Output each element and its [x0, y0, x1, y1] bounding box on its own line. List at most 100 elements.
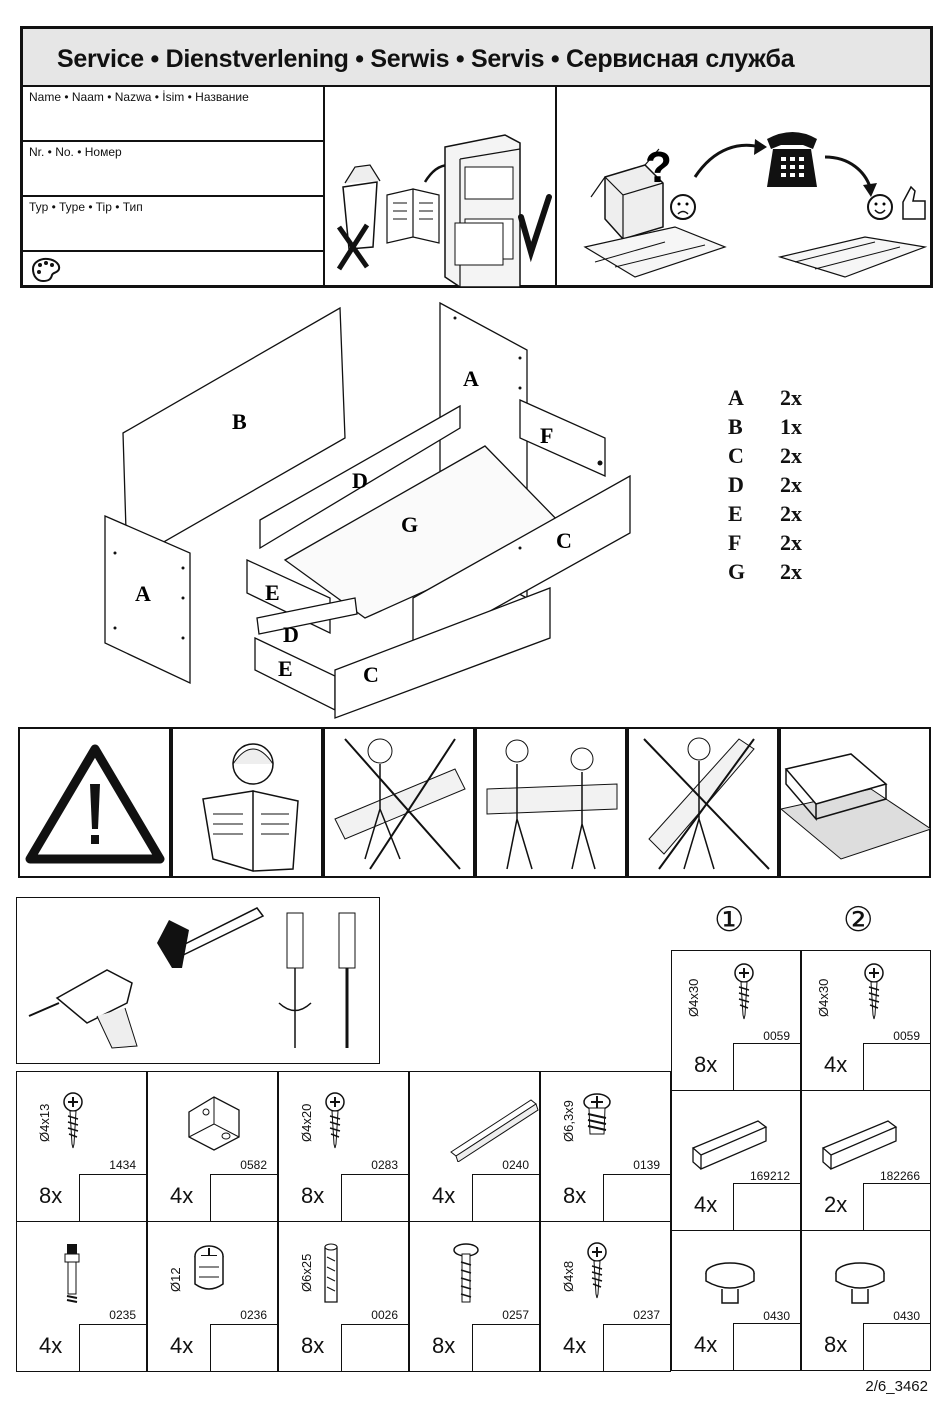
wood-strip-icon	[691, 1120, 768, 1170]
check-box[interactable]	[78, 1324, 146, 1371]
screw-icon	[734, 963, 754, 1020]
label-d-bottom: D	[283, 622, 299, 647]
service-title: Service • Dienstverlening • Serwis • Ser…	[23, 29, 930, 87]
set-1-label: ①	[714, 900, 745, 940]
bolt-icon	[453, 1243, 479, 1303]
check-box[interactable]	[602, 1324, 670, 1371]
wood-strip-icon	[821, 1120, 898, 1170]
place-on-rug-panel	[779, 727, 933, 878]
check-box[interactable]	[471, 1324, 539, 1371]
telephone-icon	[767, 132, 817, 187]
hardware-code: 0582	[240, 1158, 267, 1172]
filing-cabinet-icon	[444, 134, 521, 288]
part-letter: E	[728, 501, 743, 526]
check-box[interactable]	[340, 1324, 408, 1371]
phillips-screwdriver-icon	[278, 912, 312, 1048]
check-mark-icon	[518, 194, 552, 263]
hardware-dimension: Ø6x25	[299, 1253, 314, 1292]
check-box[interactable]	[863, 1183, 930, 1230]
part-quantity: 2x	[780, 559, 802, 584]
check-box[interactable]	[733, 1323, 800, 1370]
hardware-quantity: 8x	[824, 1332, 848, 1357]
board-on-rug-icon	[779, 753, 933, 860]
screw-icon	[325, 1092, 345, 1149]
check-box[interactable]	[471, 1174, 539, 1221]
hardware-dimension: Ø4x13	[37, 1103, 52, 1142]
hardware-quantity: 4x	[563, 1333, 587, 1358]
label-e-top: E	[265, 580, 280, 605]
euro-screw-icon	[583, 1093, 611, 1135]
drill-icon	[28, 969, 138, 1049]
part-quantity: 2x	[780, 443, 802, 468]
hardware-code: 0235	[109, 1308, 136, 1322]
set-2-label: ②	[843, 900, 874, 940]
check-box[interactable]	[340, 1174, 408, 1221]
check-box[interactable]	[209, 1324, 277, 1371]
cross-mark-icon	[336, 223, 370, 271]
hardware-item: Ø4x20 0283 8x	[278, 1071, 409, 1222]
screw-icon	[587, 1242, 607, 1299]
dragging-person-icon	[643, 737, 770, 870]
hardware-quantity: 8x	[39, 1183, 63, 1208]
open-box-icon	[590, 148, 664, 240]
hardware-code: 0059	[893, 1029, 920, 1043]
dowel-icon	[324, 1243, 338, 1303]
tools-panel	[16, 897, 380, 1064]
type-label: Typ • Type • Tip • Тип	[29, 200, 143, 214]
type-field[interactable]: Typ • Type • Tip • Тип	[23, 197, 325, 252]
check-box[interactable]	[863, 1323, 930, 1370]
hardware-dimension: Ø12	[168, 1267, 183, 1292]
part-quantity: 2x	[780, 530, 802, 555]
hardware-quantity: 4x	[432, 1183, 456, 1208]
hardware-code: 0257	[502, 1308, 529, 1322]
number-label: Nr. • No. • Номер	[29, 145, 122, 159]
label-c-bottom: C	[363, 662, 379, 687]
hardware-code: 182266	[879, 1169, 920, 1183]
two-person-carry-icon	[486, 739, 618, 870]
number-field[interactable]: Nr. • No. • Номер	[23, 142, 325, 197]
color-field[interactable]	[23, 252, 325, 288]
service-box: Service • Dienstverlening • Serwis • Ser…	[20, 26, 933, 288]
happy-face-icon	[867, 194, 893, 220]
sad-face-icon	[670, 194, 696, 220]
read-instructions-panel	[171, 727, 323, 878]
hardware-code: 0026	[371, 1308, 398, 1322]
hardware-quantity: 8x	[301, 1183, 325, 1208]
part-letter: A	[728, 385, 744, 410]
glide-foot-icon	[705, 1262, 755, 1304]
check-box[interactable]	[78, 1174, 146, 1221]
name-label: Name • Naam • Nazwa • İsim • Название	[29, 90, 249, 104]
single-person-carry-icon	[334, 738, 466, 870]
hardware-code: 0430	[763, 1309, 790, 1323]
hardware-dimension: Ø6,3x9	[561, 1100, 576, 1142]
hardware-quantity: 4x	[824, 1052, 848, 1077]
hardware-code: 0283	[371, 1158, 398, 1172]
reading-person-icon	[202, 743, 299, 873]
hardware-quantity: 8x	[563, 1183, 587, 1208]
check-box[interactable]	[863, 1043, 930, 1090]
call-service-pictogram: ?	[555, 87, 933, 288]
check-box[interactable]	[733, 1183, 800, 1230]
name-field[interactable]: Name • Naam • Nazwa • İsim • Название	[23, 87, 325, 142]
hardware-dimension: Ø4x20	[299, 1103, 314, 1142]
check-box[interactable]	[602, 1174, 670, 1221]
hardware-quantity: 8x	[694, 1052, 718, 1077]
hardware-code: 169212	[749, 1169, 790, 1183]
check-box[interactable]	[733, 1043, 800, 1090]
cam-lock-icon	[194, 1245, 224, 1290]
check-box[interactable]	[209, 1174, 277, 1221]
